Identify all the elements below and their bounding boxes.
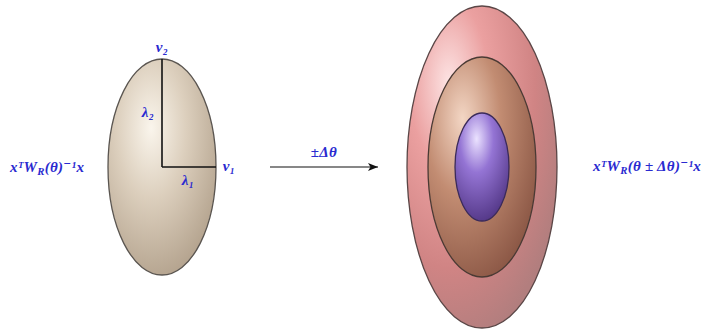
eigenvector-axis [162, 166, 216, 168]
text-run: xᵀW [593, 158, 620, 174]
text-run: (θ)⁻¹x [45, 159, 85, 175]
text-run: λ₁ [182, 172, 195, 188]
inner-ellipse [455, 113, 509, 221]
eigenvector-label: v₂ [156, 39, 169, 56]
outer-ellipse [407, 6, 557, 328]
text-run: λ₂ [142, 104, 155, 120]
subscript: R [37, 166, 45, 178]
eigen-ellipse: xᵀWR(θ)⁻¹x v₂ λ₂ λ₁ v₁ [5, 40, 270, 294]
text-run: ±Δθ [311, 144, 337, 160]
subscript: R [620, 165, 628, 177]
edge-label: ±Δθ [309, 144, 339, 161]
eigenvector-label: v₁ [223, 158, 236, 175]
covariance-ellipse [108, 59, 216, 275]
text-run: v₁ [223, 158, 236, 174]
text-run: v₂ [156, 39, 169, 55]
text-run: xᵀW [10, 159, 37, 175]
eigenvector-axis [161, 59, 163, 167]
quadratic-form: xᵀWR(θ)⁻¹x [10, 159, 84, 176]
perturbed-ellipses: xᵀWR(θ ± Δθ)⁻¹x [380, 0, 704, 331]
eigenvalue-label: λ₁ [182, 172, 195, 189]
text-run: (θ ± Δθ)⁻¹x [628, 158, 701, 174]
eigenvalue-label: λ₂ [142, 104, 155, 121]
transform-arrow [270, 166, 378, 167]
middle-ellipse [428, 57, 536, 277]
quadratic-form: xᵀWR(θ ± Δθ)⁻¹x [593, 158, 701, 175]
